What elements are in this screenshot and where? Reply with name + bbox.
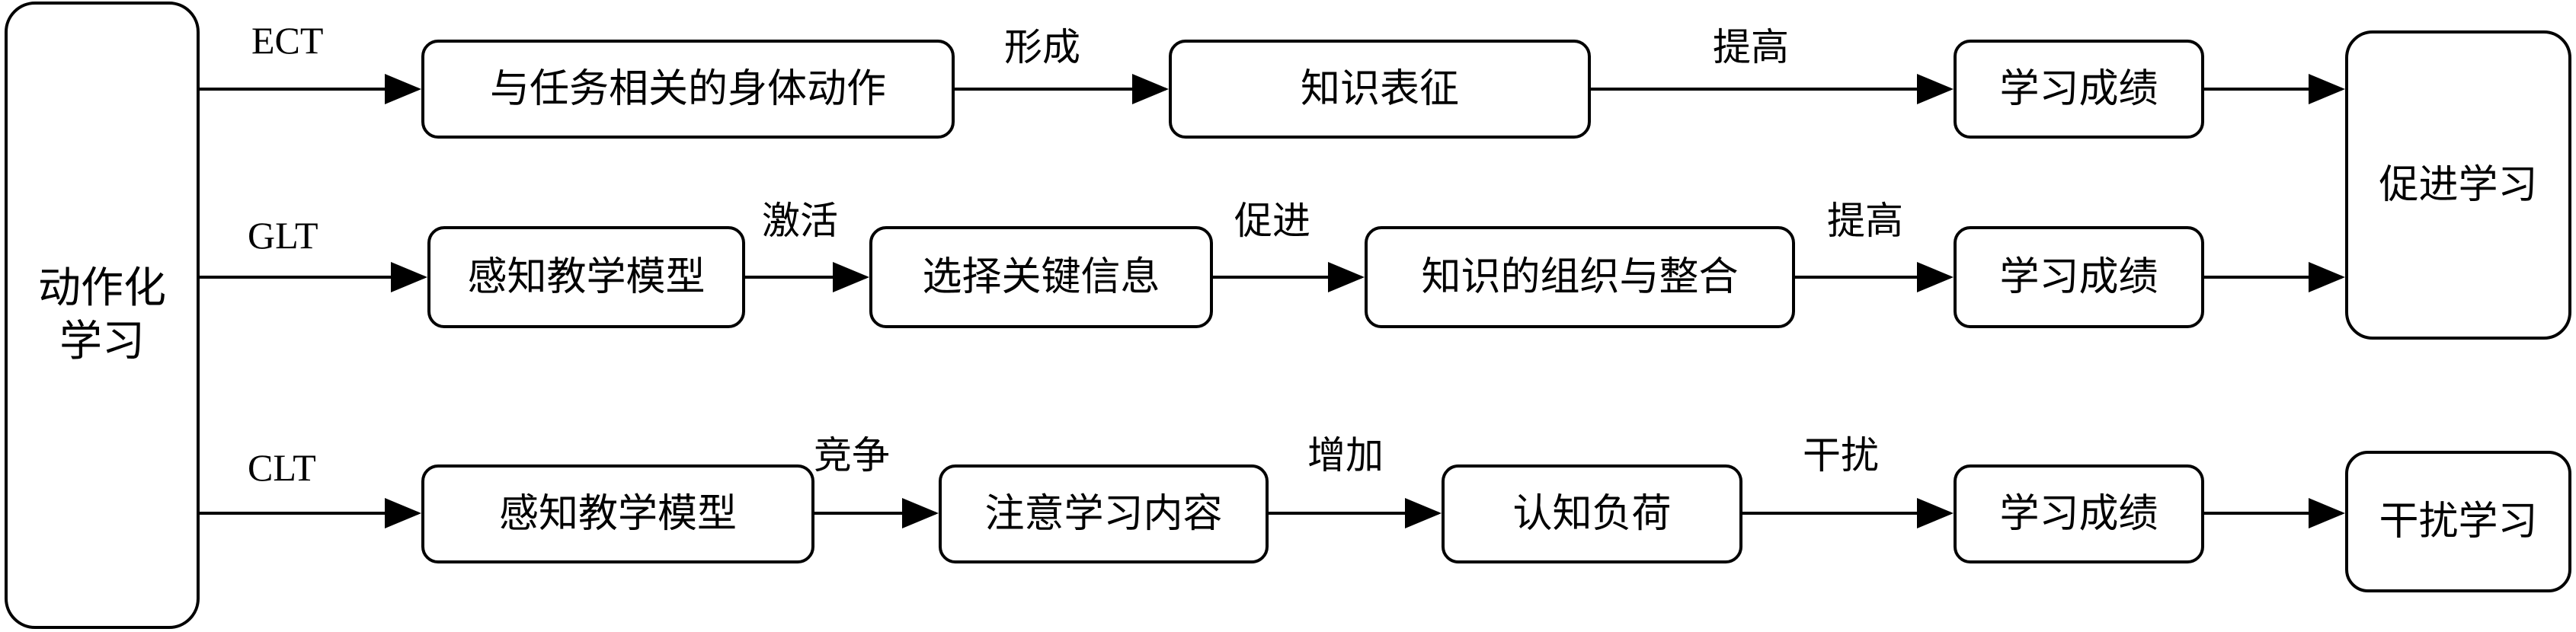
node-clt-attention: 注意学习内容 (939, 464, 1269, 563)
node-glt-select-info: 选择关键信息 (869, 226, 1213, 328)
node-ect-body-action: 与任务相关的身体动作 (421, 40, 955, 139)
node-clt-cognitive-load: 认知负荷 (1442, 464, 1742, 563)
edge-label-compete: 竞争 (814, 433, 890, 477)
edge-label-promote: 促进 (1234, 199, 1310, 243)
edge-label-interfere: 干扰 (1803, 433, 1879, 477)
main-node: 动作化学习 (5, 2, 200, 629)
node-glt-perceive-model: 感知教学模型 (427, 226, 745, 328)
edge-label-form: 形成 (1004, 25, 1080, 69)
theory-label-clt: CLT (248, 446, 316, 489)
node-ect-learning-score: 学习成绩 (1954, 40, 2204, 139)
theory-label-ect: ECT (251, 19, 324, 62)
node-glt-learning-score: 学习成绩 (1954, 226, 2204, 328)
edge-label-activate: 激活 (762, 199, 838, 243)
edge-label-improve-2: 提高 (1827, 199, 1903, 243)
node-glt-organize-integrate: 知识的组织与整合 (1365, 226, 1795, 328)
outcome-interfere-learning: 干扰学习 (2345, 451, 2571, 592)
node-ect-knowledge-representation: 知识表征 (1169, 40, 1591, 139)
edge-label-improve-1: 提高 (1713, 25, 1789, 69)
main-node-label: 动作化学习 (38, 263, 166, 366)
outcome-promote-learning: 促进学习 (2345, 30, 2571, 340)
node-clt-perceive-model: 感知教学模型 (421, 464, 814, 563)
node-clt-learning-score: 学习成绩 (1954, 464, 2204, 563)
theory-label-glt: GLT (248, 214, 318, 257)
edge-label-increase: 增加 (1307, 433, 1384, 477)
